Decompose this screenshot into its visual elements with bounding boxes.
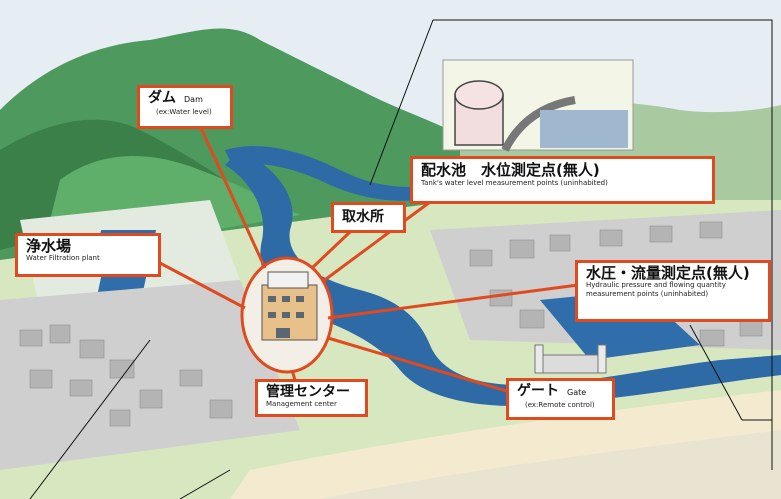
dam-sub-text: (ex:Water level) <box>156 108 212 116</box>
label-tank: 配水池 水位測定点(無人) Tank's water level measure… <box>410 156 715 204</box>
connector-intake <box>310 230 352 270</box>
tank-en-text: Tank's water level measurement points (u… <box>421 179 608 187</box>
river-upper <box>225 146 430 201</box>
connector-gate <box>327 336 511 394</box>
gate-en-text: Gate <box>567 388 587 397</box>
connector-filtration <box>157 260 246 310</box>
tank-inset-road <box>501 96 576 152</box>
connector-management <box>290 369 297 381</box>
label-dam-jp: ダム Dam <box>148 90 224 108</box>
city-buildings <box>19 221 763 427</box>
city-area-left <box>0 280 300 470</box>
connector-pressure <box>327 283 579 320</box>
filtration-en-text: Water Filtration plant <box>26 254 100 262</box>
management-building-windows <box>268 296 304 338</box>
gate-tower-left <box>534 344 544 374</box>
intake-jp-text: 取水所 <box>342 209 384 225</box>
frame-diagonal-right <box>689 324 743 421</box>
pressure-jp-text: 水圧・流量測定点(無人) <box>586 264 750 282</box>
gate-structure <box>539 354 601 374</box>
tank-jp-text: 配水池 水位測定点(無人) <box>421 161 600 179</box>
sea <box>320 430 781 499</box>
river <box>225 150 781 406</box>
pressure-en-line2: measurement points (uninhabited) <box>586 290 709 298</box>
connector-dam <box>198 125 267 269</box>
frame-diagonal-mid <box>179 469 231 499</box>
dam-jp-text: ダム <box>148 90 176 106</box>
tank-dome <box>454 80 504 110</box>
frame-lines <box>29 19 773 499</box>
gate-sub-text: (ex:Remote control) <box>525 401 595 409</box>
label-dam: ダム Dam (ex:Water level) <box>137 85 233 129</box>
management-building-top <box>267 271 309 289</box>
connector-tank <box>321 200 431 284</box>
label-gate: ゲート Gate (ex:Remote control) <box>506 378 615 420</box>
frame-diagonal-left <box>29 339 151 499</box>
tank-inset-field <box>540 110 628 148</box>
frame-diagonal-top <box>369 19 434 186</box>
label-filtration: 浄水場 Water Filtration plant <box>15 233 161 277</box>
filtration-jp-text: 浄水場 <box>26 237 72 255</box>
dam-en-text: Dam <box>184 95 203 104</box>
frame-top-right <box>433 19 773 470</box>
gate-tower-right <box>597 344 607 374</box>
management-en-text: Management center <box>266 400 337 408</box>
label-pressure: 水圧・流量測定点(無人) Hydraulic pressure and flow… <box>575 260 771 322</box>
connector-lines <box>157 125 579 394</box>
pressure-en-line1: Hydraulic pressure and flowing quantity <box>586 281 726 289</box>
label-management: 管理センター Management center <box>255 379 368 417</box>
label-gate-jp: ゲート Gate <box>517 383 606 401</box>
gate-jp-text: ゲート <box>517 383 559 399</box>
label-intake: 取水所 <box>331 202 406 233</box>
management-jp-text: 管理センター <box>266 384 350 400</box>
